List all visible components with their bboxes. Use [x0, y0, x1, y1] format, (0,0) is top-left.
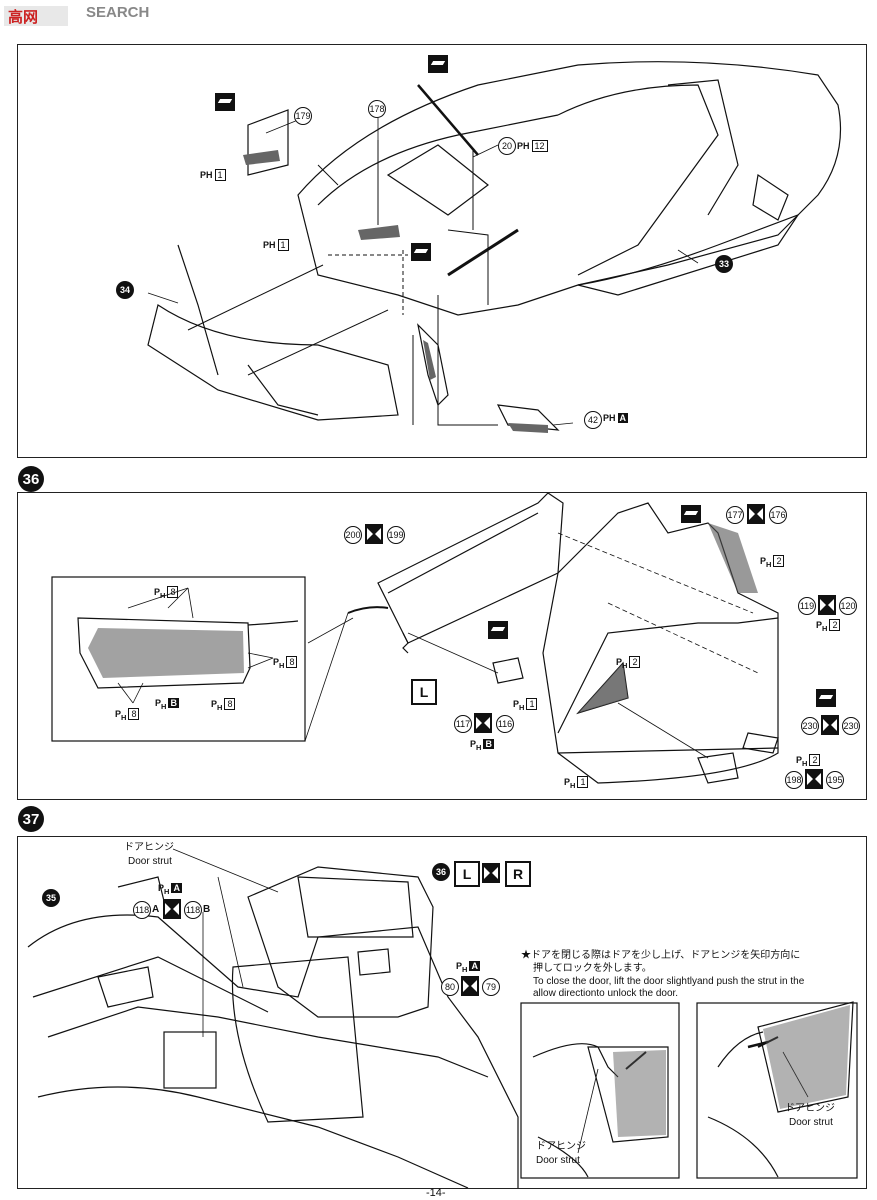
- left-side-marker: L: [454, 861, 480, 887]
- glue-icon: [681, 505, 701, 523]
- part-119-label: 119: [798, 597, 816, 615]
- butt-joint-icon: [805, 769, 823, 789]
- part-178-label: 178: [368, 100, 386, 118]
- part-200-label: 200: [344, 526, 362, 544]
- butt-joint-icon: [163, 899, 181, 919]
- door-strut-label-jp-left: ドアヒンジ: [536, 1141, 586, 1152]
- butt-joint-icon: [474, 713, 492, 733]
- part-118A-label: 118: [133, 901, 151, 919]
- part-20-label: 20: [498, 137, 516, 155]
- step-37-illustration: [27, 848, 858, 1188]
- door-strut-label-jp-top: ドアヒンジ: [124, 842, 174, 853]
- part-79-label: 79: [482, 978, 500, 996]
- butt-joint-icon: [365, 524, 383, 544]
- part-116-label: 116: [496, 715, 514, 733]
- sub-assembly-35-marker: 35: [42, 889, 60, 907]
- part-176-label: 176: [769, 506, 787, 524]
- step-35-illustration: [147, 61, 842, 433]
- part-195-label: 195: [826, 771, 844, 789]
- butt-joint-icon: [461, 976, 479, 996]
- door-strut-label-jp-right: ドアヒンジ: [785, 1103, 835, 1114]
- page-number: -14-: [426, 1187, 446, 1199]
- door-strut-label-en-right: Door strut: [789, 1117, 833, 1128]
- part-118B-suffix: B: [203, 904, 211, 915]
- part-198-label: 198: [785, 771, 803, 789]
- part-120-label: 120: [839, 597, 857, 615]
- instruction-note-jp-1: ★ドアを閉じる際はドアを少し上げ、ドアヒンジを矢印方向に: [521, 950, 801, 961]
- glue-icon: [488, 621, 508, 639]
- butt-joint-icon: [821, 715, 839, 735]
- instruction-note-en-1: To close the door, lift the door slightl…: [533, 976, 805, 987]
- step-36-number: 36: [18, 466, 44, 492]
- part-177-label: 177: [726, 506, 744, 524]
- glue-icon: [428, 55, 448, 73]
- watermark-text: SEARCH: [86, 4, 150, 21]
- instruction-note-en-2: allow directionto unlock the door.: [533, 988, 679, 999]
- part-118B-label: 118: [184, 901, 202, 919]
- part-230-label-a: 230: [801, 717, 819, 735]
- step-36-illustration: [51, 493, 779, 784]
- part-179-label: 179: [294, 107, 312, 125]
- glue-icon: [215, 93, 235, 111]
- watermark-logo: 高网: [4, 4, 68, 30]
- door-strut-label-en-top: Door strut: [128, 856, 172, 867]
- part-42-label: 42: [584, 411, 602, 429]
- left-side-marker: L: [411, 679, 437, 705]
- part-80-label: 80: [441, 978, 459, 996]
- instruction-note-jp-2: 押してロックを外します。: [533, 963, 652, 974]
- sub-assembly-34-marker: 34: [116, 281, 134, 299]
- part-230-label-b: 230: [842, 717, 860, 735]
- part-117-label: 117: [454, 715, 472, 733]
- glue-icon: [411, 243, 431, 261]
- right-side-marker: R: [505, 861, 531, 887]
- butt-joint-icon: [747, 504, 765, 524]
- glue-icon: [816, 689, 836, 707]
- butt-joint-icon: [818, 595, 836, 615]
- sub-assembly-33-marker: 33: [715, 255, 733, 273]
- step-37-number: 37: [18, 806, 44, 832]
- part-118A-suffix: A: [152, 904, 160, 915]
- sub-assembly-36-marker: 36: [432, 863, 450, 881]
- part-199-label: 199: [387, 526, 405, 544]
- door-strut-label-en-left: Door strut: [536, 1155, 580, 1166]
- butt-joint-icon: [482, 863, 500, 883]
- svg-text:高网: 高网: [8, 8, 38, 26]
